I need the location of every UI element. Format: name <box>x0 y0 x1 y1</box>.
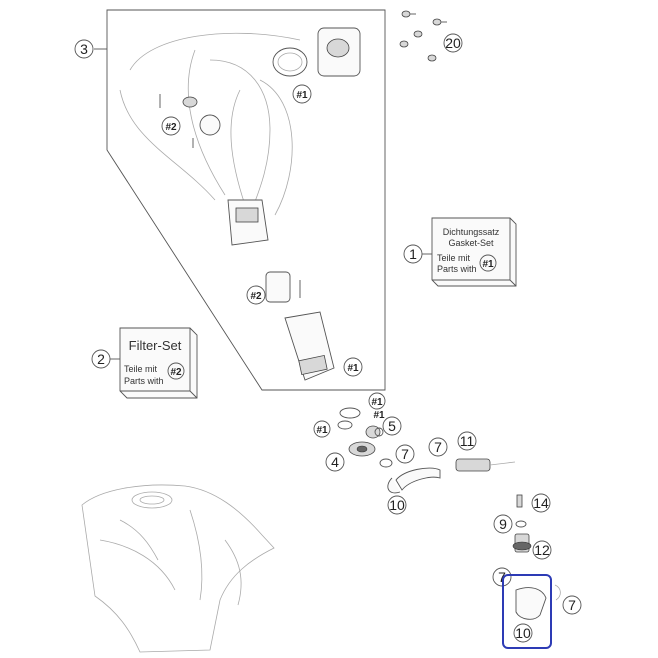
ref-1b: #1 <box>347 363 359 374</box>
top-gasket-ring <box>272 47 308 77</box>
callout-12: 12 <box>534 542 550 558</box>
ref-1b-circle <box>343 357 363 377</box>
callout-7a-circle <box>395 444 415 464</box>
ref-2b-circle <box>246 285 266 305</box>
filter-box-ref: #2 <box>170 367 182 378</box>
filter-box-line2: Parts with <box>124 376 164 386</box>
gasket-set-box: Dichtungssatz Gasket-Set Teile mit Parts… <box>431 217 517 287</box>
screws-group <box>399 10 447 62</box>
callout-11-circle <box>457 431 477 451</box>
pump-flange-port <box>326 38 350 58</box>
hose-4 <box>209 59 271 216</box>
filter-box-line1: Teile mit <box>124 364 158 374</box>
callout-12-circle <box>532 540 552 560</box>
callout-5-circle <box>382 416 402 436</box>
o-ring-small-1 <box>339 407 361 419</box>
callout-4-circle <box>325 452 345 472</box>
callout-7c: 7 <box>498 569 506 585</box>
callout-10a-circle <box>387 495 407 515</box>
part-9-oring <box>515 520 527 528</box>
part-7-clamp-d <box>554 584 561 601</box>
gasket-box-line4: Parts with <box>437 264 477 274</box>
callout-7d: 7 <box>568 597 576 613</box>
callout-11: 11 <box>460 433 475 449</box>
pump-head <box>227 199 269 246</box>
callout-2-circle <box>91 349 111 369</box>
filter-box-title: Filter-Set <box>129 338 182 353</box>
grommet-1 <box>182 96 198 108</box>
ref-1d-circle <box>313 420 331 438</box>
ref-1e-circle <box>374 427 384 437</box>
hose-2 <box>119 89 216 201</box>
ref-1a: #1 <box>296 90 308 101</box>
ref-2a: #2 <box>165 122 177 133</box>
callout-9: 9 <box>499 516 507 532</box>
callout-5: 5 <box>388 418 396 434</box>
callout-10b: 10 <box>515 625 531 641</box>
assembly-frame <box>106 9 386 391</box>
callout-4: 4 <box>331 454 339 470</box>
hose-10-upper-lower <box>387 477 401 494</box>
gasket-box-line1: Dichtungssatz <box>443 227 500 237</box>
hose-10-highlighted <box>515 587 547 620</box>
part-4-ring-inner <box>356 445 368 453</box>
top-gasket-ring-inner <box>277 52 303 72</box>
part-14-pin <box>516 494 523 508</box>
callout-1-circle <box>403 244 423 264</box>
pump-filter-sleeve <box>265 271 291 303</box>
gasket-box-ref: #1 <box>482 259 494 270</box>
callout-1: 1 <box>409 246 417 262</box>
o-ring-small-2 <box>337 420 353 430</box>
ref-1c-circle <box>368 392 386 410</box>
callout-20: 20 <box>445 35 461 51</box>
pump-cartridge-base <box>298 354 328 376</box>
filter-set-box: Filter-Set Teile mit Parts with #2 <box>119 327 198 399</box>
fuel-tank-outline <box>81 484 275 653</box>
callout-7a: 7 <box>401 446 409 462</box>
hose-1 <box>129 32 301 71</box>
ref-2a-circle <box>161 116 181 136</box>
grommet-2 <box>199 114 221 136</box>
part-7-clamp-a <box>379 458 393 468</box>
callout-14: 14 <box>533 495 549 511</box>
callout-3: 3 <box>80 41 88 57</box>
gasket-box-line2: Gasket-Set <box>448 238 494 248</box>
pump-head-detail <box>235 207 259 223</box>
ref-1c: #1 <box>371 397 383 408</box>
part-12-nut <box>512 541 532 551</box>
ref-1d: #1 <box>316 425 328 436</box>
part-11-hose <box>489 461 516 466</box>
part-11-connector <box>455 458 491 472</box>
callout-10b-circle <box>513 623 533 643</box>
callout-7b-circle <box>428 437 448 457</box>
hose-3 <box>187 49 226 196</box>
highlight-box <box>502 574 552 649</box>
callout-20-circle <box>443 33 463 53</box>
hose-10-upper <box>395 467 441 491</box>
callout-7d-circle <box>562 595 582 615</box>
callout-2: 2 <box>97 351 105 367</box>
callout-10a: 10 <box>389 497 405 513</box>
ref-1a-circle <box>292 84 312 104</box>
ref-1e: #1 <box>373 410 385 421</box>
ref-2b: #2 <box>250 291 262 302</box>
hose-5 <box>230 89 246 206</box>
callout-7b: 7 <box>434 439 442 455</box>
callout-9-circle <box>493 514 513 534</box>
callout-3-circle <box>74 39 94 59</box>
hose-6 <box>259 79 293 216</box>
callout-14-circle <box>531 493 551 513</box>
gasket-box-line3: Teile mit <box>437 253 471 263</box>
